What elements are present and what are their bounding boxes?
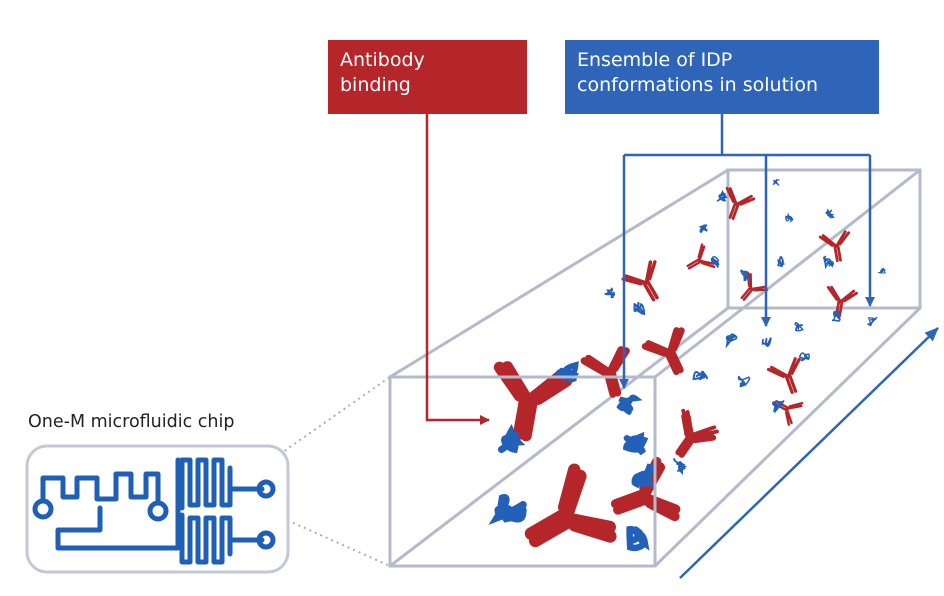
antibody-binding-label: Antibody binding	[328, 40, 527, 114]
idp-conformation-icon	[785, 212, 794, 223]
idp-conformation-icon	[771, 400, 785, 414]
chip-serpentine-bottom	[179, 512, 233, 565]
idp-conformation-icon	[737, 375, 751, 388]
idp-conformation-icon	[623, 431, 649, 456]
chip-caption: One-M microfluidic chip	[28, 412, 235, 432]
microfluidic-chip	[25, 444, 290, 574]
antibody-icon	[493, 361, 573, 442]
antibody-icon	[621, 260, 659, 302]
idp-conformation-icon	[631, 463, 657, 489]
channel-front-face	[388, 375, 657, 568]
chip-serpentine-top	[179, 457, 233, 511]
idp-conformation-icon	[633, 301, 646, 315]
idp-conformation-icon	[825, 208, 835, 219]
antibody-icon	[725, 186, 756, 220]
idp-conformation-icon	[867, 316, 878, 327]
chip-meander-top	[40, 471, 161, 506]
idp-conformation-icon	[777, 256, 786, 267]
idp-conformation-icon	[823, 255, 834, 270]
idp-conformation-icon	[673, 458, 687, 475]
chip-outlet-port-top	[256, 479, 276, 499]
flow-direction-arrow	[679, 327, 939, 579]
ensemble-label-background	[565, 40, 879, 114]
antibody-label-line-1: Antibody	[340, 49, 425, 71]
idp-conformation-icon	[604, 287, 616, 299]
molecule-ensemble	[488, 179, 887, 552]
ensemble-arrows	[619, 114, 875, 389]
idp-conformation-icon	[698, 224, 708, 234]
antibody-icon	[766, 357, 801, 395]
ensemble-label: Ensemble of IDP conformations in solutio…	[565, 40, 879, 114]
idp-conformation-icon	[626, 525, 650, 552]
chip-connector-channel	[55, 457, 181, 551]
antibody-icon	[641, 327, 685, 376]
ensemble-label-line-2: conformations in solution	[577, 74, 818, 96]
idp-conformation-icon	[692, 370, 709, 381]
idp-conformation-icon	[740, 269, 751, 282]
zoom-lines	[259, 376, 391, 567]
idp-conformation-icon	[497, 423, 526, 454]
channel-top-right-edge	[654, 168, 921, 379]
antibody-label-line-2: binding	[340, 74, 411, 96]
idp-conformation-icon	[877, 267, 887, 274]
idp-conformation-icon	[616, 394, 643, 415]
antibody-icon	[675, 413, 717, 458]
idp-conformation-icon	[772, 179, 780, 186]
antibody-label-background	[328, 40, 527, 114]
idp-conformation-icon	[716, 189, 728, 202]
antibody-icon	[524, 463, 617, 548]
chip-outlet-port-bottom	[256, 530, 276, 550]
antibody-icon	[740, 271, 769, 301]
idp-conformation-icon	[761, 337, 772, 348]
chip-channels	[32, 457, 276, 565]
channel-bottom-right-edge	[653, 306, 922, 568]
chip-frame	[25, 444, 290, 574]
antibody-icon	[818, 230, 851, 263]
ensemble-label-line-1: Ensemble of IDP	[577, 49, 733, 71]
chip-junction-port	[147, 500, 169, 522]
antibody-binding-arrow	[425, 114, 490, 425]
idp-conformation-icon	[488, 494, 527, 526]
zoom-line-top	[259, 376, 391, 469]
channel-top-left-edge	[389, 168, 729, 379]
antibody-icon	[686, 243, 716, 270]
antibody-icon	[580, 346, 630, 398]
idp-conformation-icon	[725, 333, 738, 349]
idp-conformation-icon	[556, 361, 580, 383]
idp-conformation-icon	[798, 352, 810, 362]
idp-conformation-icon	[710, 256, 720, 268]
idp-conformation-icon	[794, 322, 804, 332]
antibody-icon	[826, 285, 858, 318]
idp-conformation-icon	[831, 310, 841, 323]
